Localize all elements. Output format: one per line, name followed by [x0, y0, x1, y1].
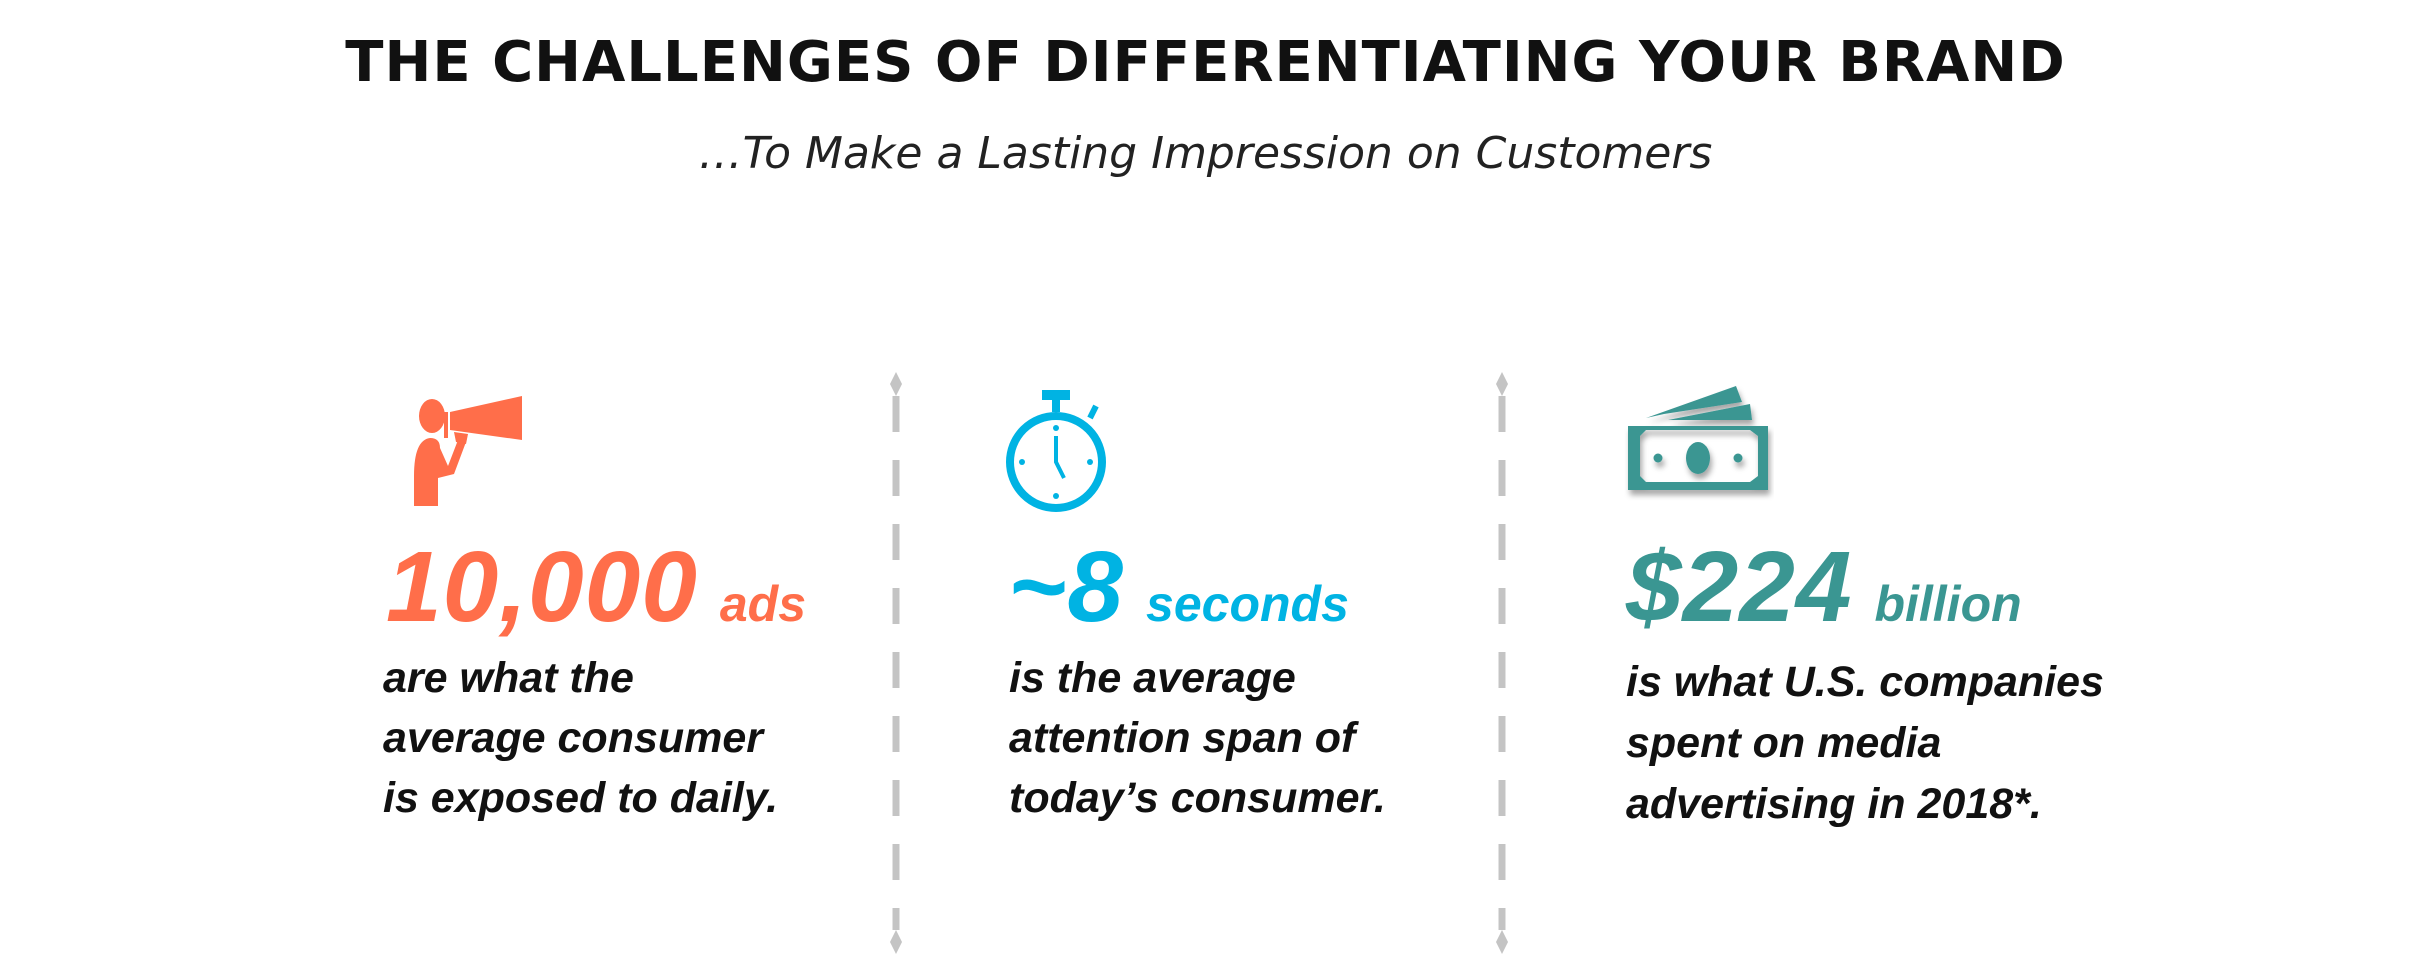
description-line: spent on media: [1626, 719, 1942, 767]
stat-description: is the average attention span of today’s…: [1009, 648, 1386, 828]
description-line: average consumer: [383, 714, 764, 762]
stat-number: $224: [1626, 531, 1853, 643]
stat-number: 10,000: [386, 531, 698, 643]
megaphone-person-icon: [414, 396, 522, 506]
description-line: attention span of: [1009, 714, 1356, 762]
stat-description: are what the average consumer is exposed…: [383, 648, 778, 828]
page-subtitle: …To Make a Lasting Impression on Custome…: [698, 128, 1713, 179]
description-line: is the average: [1009, 654, 1296, 702]
stat-value-ads: 10,000 ads: [386, 530, 806, 645]
stat-number: ~8: [1008, 531, 1125, 643]
description-line: advertising in 2018*.: [1626, 780, 2042, 828]
stat-value-seconds: ~8 seconds: [1008, 530, 1349, 645]
stat-description: is what U.S. companies spent on media ad…: [1626, 652, 2104, 835]
money-bills-icon: [1628, 386, 1768, 490]
stat-unit: ads: [719, 576, 807, 632]
stat-unit: seconds: [1146, 576, 1349, 632]
description-line: are what the: [383, 654, 634, 702]
column-divider: [1496, 372, 1508, 954]
stat-value-billion: $224 billion: [1626, 530, 2022, 645]
column-divider: [890, 372, 902, 954]
description-line: is what U.S. companies: [1626, 658, 2104, 706]
stat-unit: billion: [1874, 576, 2022, 632]
page-title: THE CHALLENGES OF DIFFERENTIATING YOUR B…: [345, 30, 2066, 95]
stopwatch-icon: [1006, 390, 1106, 512]
description-line: today’s consumer.: [1009, 774, 1386, 822]
description-line: is exposed to daily.: [383, 774, 779, 822]
